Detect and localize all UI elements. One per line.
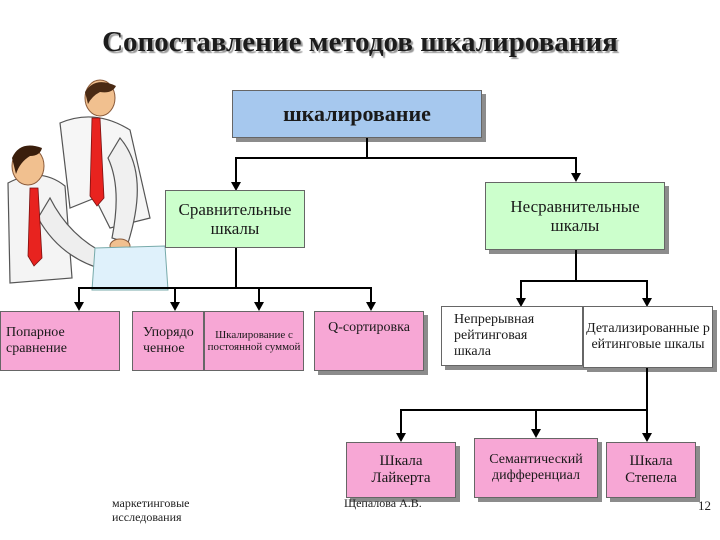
pairwise-comparison-box: Попарное сравнение: [0, 311, 120, 371]
arrow-down-icon: [642, 433, 652, 442]
comparative-scales-box: Сравнительные шкалы: [165, 190, 305, 248]
ordered-label-line2: ченное: [143, 341, 185, 356]
connector: [235, 157, 237, 183]
arrow-down-icon: [231, 182, 241, 191]
connector: [646, 280, 648, 300]
likert-scale-label: Шкала Лайкерта: [371, 453, 431, 486]
page-title: Сопоставление методов шкалирования: [102, 26, 618, 58]
connector: [78, 287, 80, 303]
page-number: 12: [698, 498, 711, 513]
comparative-scales-label: Сравнительные шкалы: [178, 199, 292, 238]
stapel-scale-box: Шкала Степела: [606, 442, 696, 498]
connector: [174, 287, 176, 303]
continuous-rating-label: Непрерывная рейтинговая шкала: [454, 312, 535, 359]
constant-sum-box: Шкалирование с постоянной суммой: [204, 311, 304, 371]
connector: [535, 409, 537, 431]
q-sort-box: Q-сортировка: [314, 311, 424, 371]
ordered-label-line1: Упорядо: [143, 325, 194, 341]
connector: [235, 248, 237, 288]
detailed-rating-box: Детализированные рейтинговые шкалы: [583, 306, 713, 368]
detailed-rating-label: Детализированные рейтинговые шкалы: [586, 321, 710, 352]
stapel-scale-label: Шкала Степела: [625, 453, 677, 486]
connector: [520, 280, 648, 282]
arrow-down-icon: [254, 302, 264, 311]
connector: [575, 157, 577, 175]
constant-sum-label: Шкалирование с постоянной суммой: [207, 328, 301, 353]
arrow-down-icon: [170, 302, 180, 311]
connector: [400, 409, 402, 435]
connector: [370, 287, 372, 303]
arrow-down-icon: [516, 298, 526, 307]
connector: [646, 368, 648, 410]
connector: [366, 138, 368, 158]
connector: [575, 250, 577, 280]
q-sort-label: Q-сортировка: [328, 320, 410, 335]
footer-author: Щепалова А.В.: [344, 496, 422, 510]
footer-left-text: маркетинговые исследования: [112, 496, 190, 525]
businessmen-illustration: [7, 79, 169, 291]
connector: [646, 409, 648, 435]
connector: [400, 409, 648, 411]
connector: [78, 287, 372, 289]
arrow-down-icon: [531, 429, 541, 438]
noncomparative-scales-label: Несравнительные шкалы: [510, 196, 640, 235]
arrow-down-icon: [366, 302, 376, 311]
semantic-differential-box: Семантический дифференциал: [474, 438, 598, 498]
connector: [235, 157, 576, 159]
ordered-box: Упорядо ченное: [132, 311, 204, 371]
root-scaling-box: шкалирование: [232, 90, 482, 138]
connector: [258, 287, 260, 303]
likert-scale-box: Шкала Лайкерта: [346, 442, 456, 498]
pairwise-comparison-label: Попарное сравнение: [6, 325, 67, 356]
connector: [520, 280, 522, 300]
semantic-differential-label: Семантический дифференциал: [489, 452, 583, 483]
noncomparative-scales-box: Несравнительные шкалы: [485, 182, 665, 250]
arrow-down-icon: [571, 173, 581, 182]
arrow-down-icon: [396, 433, 406, 442]
root-scaling-label: шкалирование: [283, 100, 431, 126]
continuous-rating-box: Непрерывная рейтинговая шкала: [441, 306, 583, 366]
arrow-down-icon: [642, 298, 652, 307]
arrow-down-icon: [74, 302, 84, 311]
